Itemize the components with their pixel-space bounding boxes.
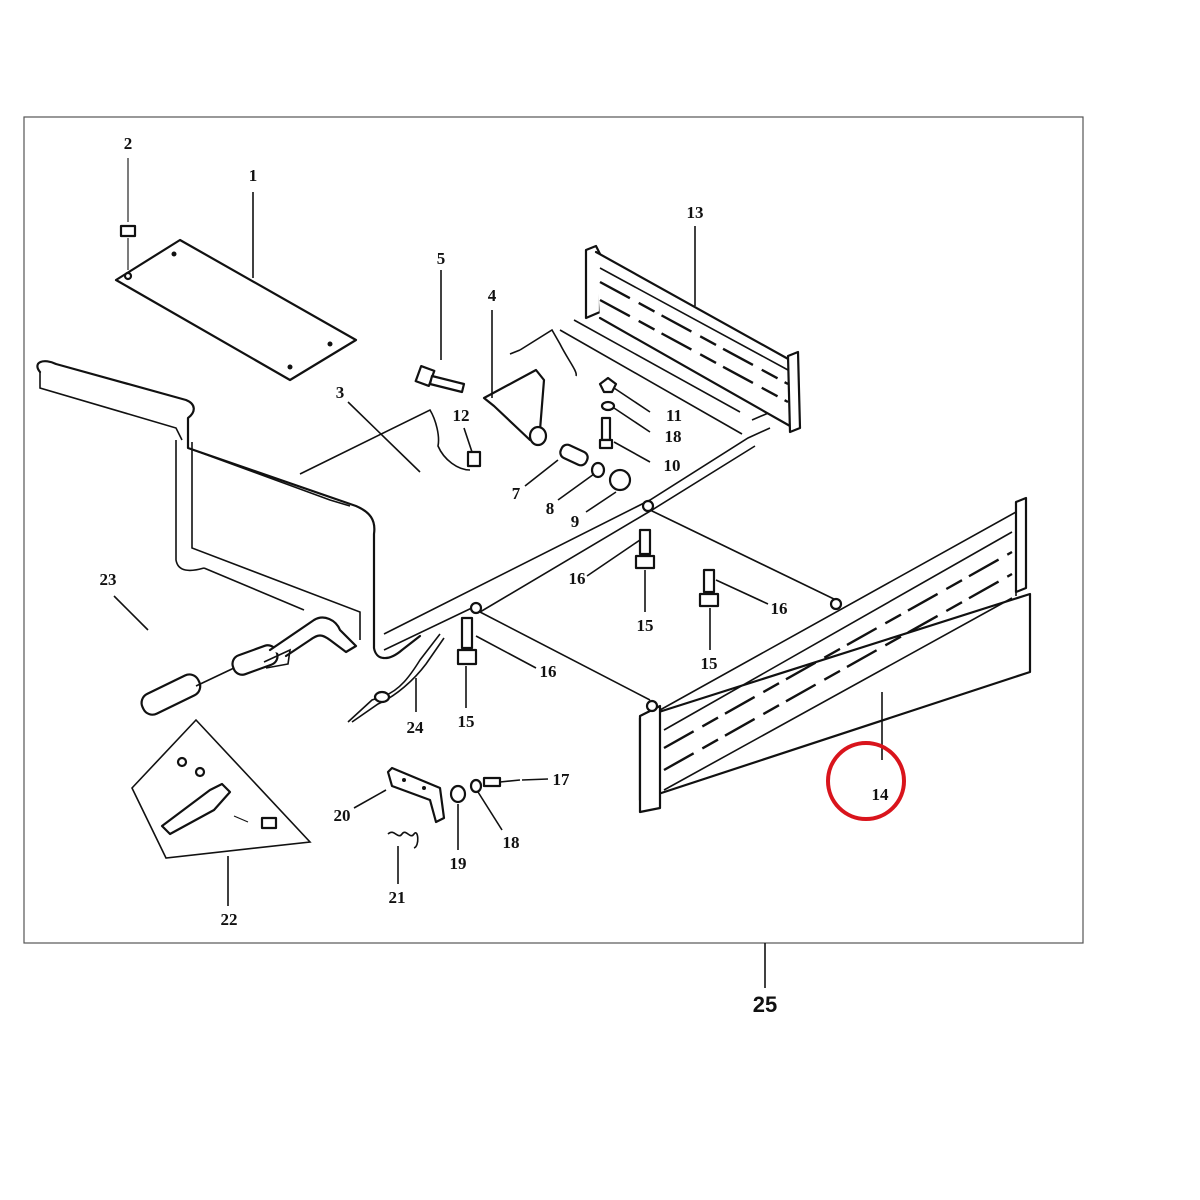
guard-handle-frame	[36, 360, 422, 660]
part-20-bracket[interactable]	[386, 766, 446, 824]
callout-15c: 15	[458, 712, 475, 731]
part-24-cable[interactable]	[347, 633, 445, 723]
callout-14: 14	[872, 785, 890, 804]
callout-3: 3	[336, 383, 345, 402]
callout-11: 11	[666, 406, 682, 425]
part-21-spring[interactable]	[387, 831, 419, 849]
part-1-cover-plate[interactable]	[114, 238, 358, 382]
part-10-bolt[interactable]	[598, 416, 614, 450]
diagram-frame	[23, 116, 1084, 944]
part-2-screw[interactable]	[119, 158, 137, 281]
callout-18b: 18	[503, 833, 520, 852]
callout-23: 23	[100, 570, 117, 589]
callout-19: 19	[450, 854, 467, 873]
callout-8: 8	[546, 499, 555, 518]
part-12-bolt[interactable]	[466, 450, 482, 468]
callout-16c: 16	[540, 662, 557, 681]
part-22-lever-kit[interactable]	[131, 718, 312, 859]
part-11-nut[interactable]	[598, 376, 618, 394]
part-5-bolt[interactable]	[414, 364, 466, 394]
callout-1: 1	[249, 166, 258, 185]
callout-17: 17	[553, 770, 571, 789]
callout-18a: 18	[665, 427, 682, 446]
leader-lines	[113, 192, 883, 988]
callout-9: 9	[571, 512, 580, 531]
part-14-rear-gate[interactable]	[638, 496, 1032, 814]
callout-labels: 1 2 3 4 5 7 8 9 10 11 12 13 14 15 15 15 …	[100, 134, 890, 1017]
part-4-bracket[interactable]	[482, 368, 548, 447]
callout-4: 4	[488, 286, 497, 305]
callout-16b: 16	[771, 599, 788, 618]
part-23-lever[interactable]	[138, 616, 358, 718]
callout-10: 10	[664, 456, 681, 475]
part-3-frame-bed[interactable]	[299, 328, 837, 701]
callout-5: 5	[437, 249, 446, 268]
callout-15b: 15	[701, 654, 718, 673]
part-15-bolt-1[interactable]	[634, 528, 656, 570]
part-15-bolt-3[interactable]	[456, 616, 478, 666]
part-8-washer[interactable]	[590, 461, 606, 479]
part-7-bushing[interactable]	[558, 443, 589, 468]
assembly-number-25: 25	[753, 992, 777, 1017]
callout-15a: 15	[637, 616, 654, 635]
part-19-washer[interactable]	[449, 784, 467, 804]
part-15-bolt-2[interactable]	[698, 568, 720, 608]
callout-22: 22	[221, 910, 238, 929]
callout-20: 20	[334, 806, 351, 825]
highlight-circle	[826, 741, 906, 821]
callout-2: 2	[124, 134, 133, 153]
part-18-washer-top[interactable]	[600, 400, 616, 412]
callout-12: 12	[453, 406, 470, 425]
callout-24: 24	[407, 718, 425, 737]
part-18-washer-bottom[interactable]	[469, 778, 483, 794]
callout-21: 21	[389, 888, 406, 907]
callout-13: 13	[687, 203, 704, 222]
part-9-nut[interactable]	[608, 468, 632, 492]
part-17-screw[interactable]	[482, 776, 521, 788]
callout-16a: 16	[569, 569, 586, 588]
part-13-front-gate[interactable]	[573, 244, 802, 434]
callout-7: 7	[512, 484, 521, 503]
